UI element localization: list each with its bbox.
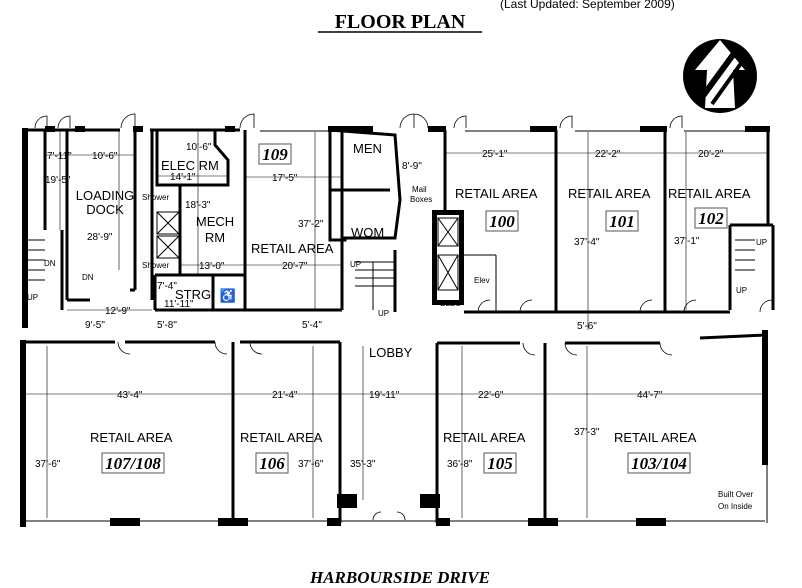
accessible-icon: ♿ [220, 288, 236, 303]
mail-boxes-label: Mail [412, 185, 427, 194]
elec-label: ELEC [440, 299, 461, 308]
elevator-label: Elev [474, 276, 490, 285]
stair-up-label: UP [756, 238, 767, 247]
built-over-note: Built Over [718, 490, 753, 499]
shower-label: Shower [142, 261, 169, 270]
unit-102: 102 [698, 209, 724, 228]
men-restroom-label: MEN [353, 141, 382, 156]
plan-label: 25'-1" [482, 149, 508, 160]
mech-rm-label: MECH [196, 214, 234, 229]
stair-down-label: DN [82, 273, 94, 282]
north-arrow-icon [683, 39, 757, 113]
page-title: FLOOR PLAN [335, 11, 466, 33]
retail-area-label: RETAIL AREA [251, 241, 334, 256]
plan-label: 37'-6" [35, 459, 61, 470]
retail-area-label: RETAIL AREA [668, 186, 751, 201]
plan-label: 36'-8" [447, 459, 473, 470]
women-restroom-label: WOM [351, 225, 384, 240]
unit-103-104: 103/104 [631, 454, 687, 473]
plan-label: 22'-6" [478, 390, 504, 401]
plan-label: 22'-2" [595, 149, 621, 160]
plan-label: 5'-4" [302, 320, 322, 331]
plan-label: Boxes [410, 195, 432, 204]
plan-label: 35'-3" [350, 459, 376, 470]
plan-label: 37'-3" [574, 427, 600, 438]
plan-label: 19'-11" [369, 390, 400, 401]
unit-numbers: 109 100 101 102 107/108 106 105 103/104 [101, 143, 728, 474]
plan-label: 43'-4" [117, 390, 143, 401]
room-labels: LOADING DOCK ELEC RM Shower Shower MECH … [76, 141, 754, 511]
plan-label: 21'-4" [272, 390, 298, 401]
lower-floor-walls [20, 330, 768, 527]
plan-label: 37'-2" [298, 219, 324, 230]
retail-area-label: RETAIL AREA [443, 430, 526, 445]
elec-rm-label: ELEC RM [161, 158, 219, 173]
unit-107-108: 107/108 [105, 454, 161, 473]
plan-label: 5'-6" [577, 321, 597, 332]
plan-label: 19'-5" [45, 175, 71, 186]
plan-label: 20'-7" [282, 261, 308, 272]
stair-up-label: UP [736, 286, 747, 295]
plan-label: 44'-7" [637, 390, 663, 401]
plan-label: 7'-4" [157, 281, 177, 292]
plan-label: 14'-1" [170, 172, 196, 183]
stair-labels: DN DN UP UP UP UP UP [27, 238, 767, 318]
retail-area-label: RETAIL AREA [568, 186, 651, 201]
shower-label: Shower [142, 193, 169, 202]
plan-label: 11'-11" [164, 299, 194, 310]
retail-area-label: RETAIL AREA [614, 430, 697, 445]
unit-100: 100 [489, 212, 515, 231]
street-name: HARBOURSIDE DRIVE [309, 568, 490, 587]
retail-area-label: RETAIL AREA [455, 186, 538, 201]
unit-101: 101 [609, 212, 635, 231]
plan-label: 10'-6" [92, 151, 118, 162]
plan-label: 10'-6" [186, 142, 212, 153]
dimension-labels: 7'-11" 10'-6" 19'-5" 28'-9" 10'-6" 14'-1… [35, 142, 724, 470]
loading-dock-label: LOADING [76, 188, 135, 203]
plan-label: 18'-3" [185, 200, 211, 211]
plan-label: RM [205, 230, 225, 245]
plan-label: 13'-0" [199, 261, 225, 272]
plan-label: 20'-2" [698, 149, 724, 160]
plan-label: 12'-9" [105, 306, 131, 317]
unit-109: 109 [262, 145, 288, 164]
plan-label: 37'-6" [298, 459, 324, 470]
plan-label: 37'-4" [574, 237, 600, 248]
plan-label: On Inside [718, 502, 753, 511]
stair-up-label: UP [378, 309, 389, 318]
stair-up-label: UP [27, 293, 38, 302]
plan-label: 28'-9" [87, 232, 113, 243]
plan-label: 8'-9" [402, 161, 422, 172]
unit-105: 105 [487, 454, 513, 473]
plan-label: DOCK [86, 202, 124, 217]
unit-106: 106 [259, 454, 285, 473]
storage-label: STRG [175, 287, 211, 302]
plan-label: 17'-5" [272, 173, 298, 184]
plan-label: 37'-1" [674, 236, 700, 247]
lobby-label: LOBBY [369, 345, 413, 360]
retail-area-label: RETAIL AREA [90, 430, 173, 445]
plan-label: 9'-5" [85, 320, 105, 331]
upper-floor-walls [22, 113, 775, 328]
last-updated: (Last Updated: September 2009) [500, 0, 675, 11]
plan-label: 5'-8" [157, 320, 177, 331]
plan-label: 7'-11" [47, 151, 72, 162]
dimension-lines [26, 130, 768, 518]
stair-down-label: DN [44, 259, 56, 268]
retail-area-label: RETAIL AREA [240, 430, 323, 445]
stair-up-label: UP [350, 260, 361, 269]
